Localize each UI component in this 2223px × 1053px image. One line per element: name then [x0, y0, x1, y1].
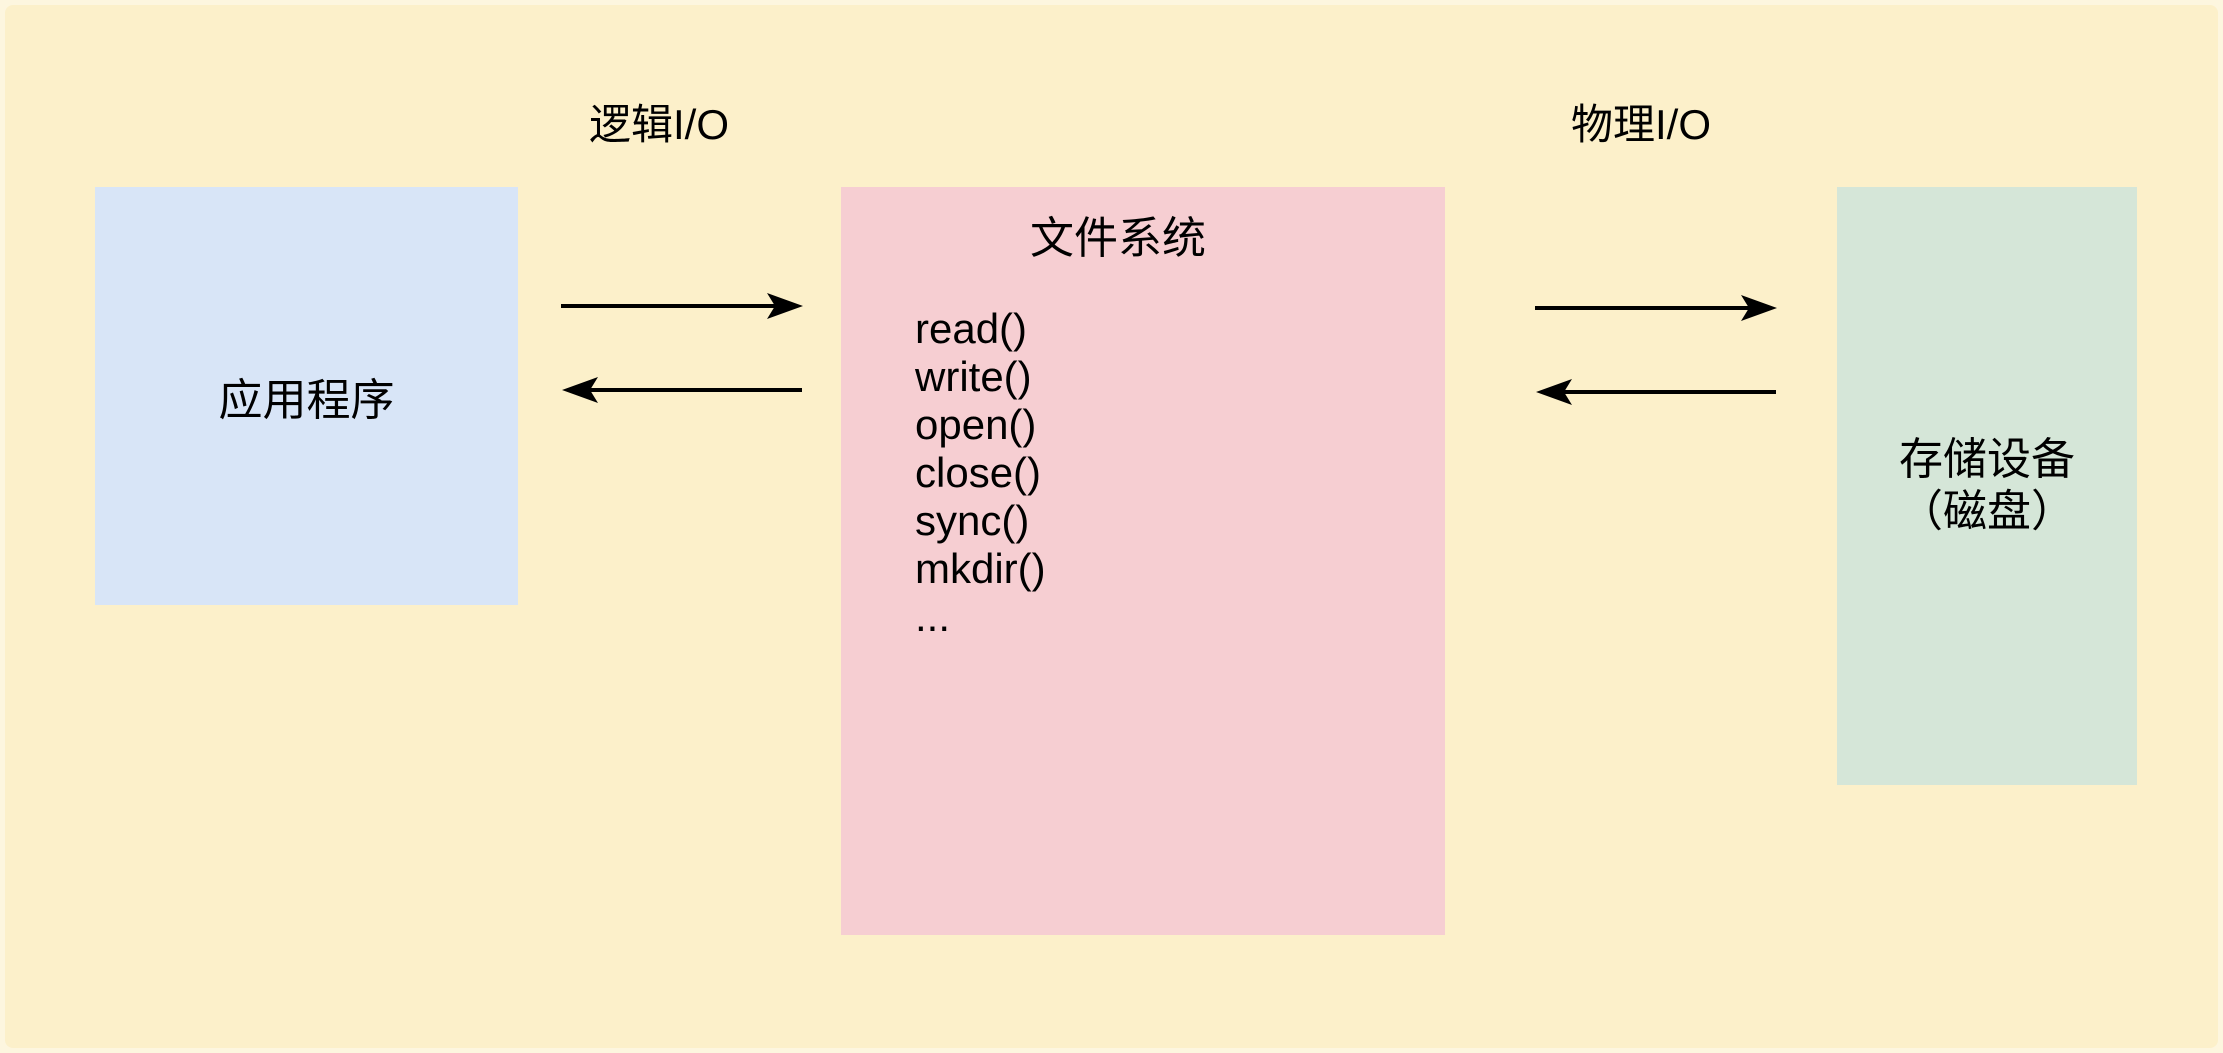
- filesystem-operation: write(): [915, 353, 1032, 400]
- filesystem-operation: ...: [915, 593, 951, 640]
- diagram-canvas: 逻辑I/O 物理I/O 应用程序 文件系统 read() write() ope…: [5, 5, 2218, 1048]
- arrow-storage-to-filesystem-icon: [1536, 379, 1776, 405]
- filesystem-operation: read(): [915, 305, 1028, 352]
- application-box-label: 应用程序: [218, 376, 395, 425]
- logical-io-label: 逻辑I/O: [588, 101, 730, 148]
- storage-box-label-line2: （磁盘）: [1899, 487, 2075, 536]
- filesystem-operations-list: read() write() open() close() sync() mkd…: [915, 305, 1046, 641]
- storage-box-label-line1: 存储设备: [1899, 435, 2075, 484]
- arrow-app-to-filesystem-icon: [561, 293, 803, 319]
- filesystem-operation: mkdir(): [915, 545, 1046, 592]
- storage-box: 存储设备 （磁盘）: [1837, 187, 2137, 785]
- arrow-filesystem-to-app-icon: [562, 377, 802, 403]
- application-box: 应用程序: [95, 187, 518, 605]
- arrow-filesystem-to-storage-icon: [1535, 295, 1777, 321]
- filesystem-operation: open(): [915, 401, 1037, 448]
- filesystem-box-title: 文件系统: [1030, 214, 1206, 263]
- filesystem-box: 文件系统 read() write() open() close() sync(…: [841, 187, 1445, 935]
- filesystem-operation: close(): [915, 449, 1042, 496]
- filesystem-operation: sync(): [915, 497, 1030, 544]
- physical-io-label: 物理I/O: [1570, 101, 1712, 148]
